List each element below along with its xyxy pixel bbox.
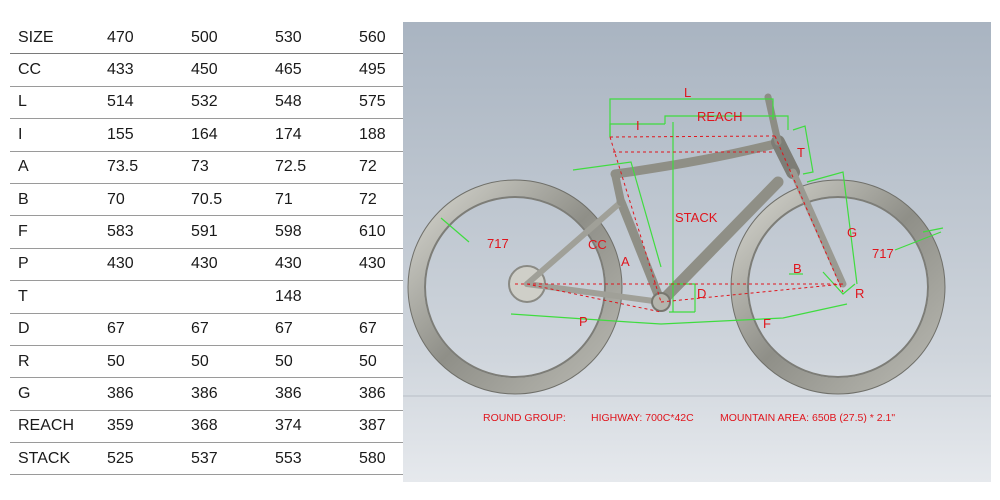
table-cell: 430 [267, 248, 351, 282]
label-p: P [579, 314, 588, 329]
table-cell: 374 [267, 410, 351, 444]
label-i: I [636, 118, 640, 133]
table-cell: 67 [99, 313, 183, 346]
row-label: R [10, 345, 99, 379]
table-cell: 71 [267, 183, 351, 217]
table-cell: 155 [99, 118, 183, 152]
table-cell: 433 [99, 53, 183, 87]
table-cell: 73 [183, 151, 267, 184]
diagram-svg: L I REACH STACK T CC A G B D R P F 717 7… [403, 22, 991, 482]
table-cell: 514 [99, 86, 183, 120]
table-cell: 537 [183, 442, 267, 476]
label-g: G [847, 225, 857, 240]
table-cell: 50 [99, 345, 183, 379]
table-cell: 386 [99, 377, 183, 411]
table-cell: 532 [183, 86, 267, 120]
label-wheel-left: 717 [487, 236, 509, 251]
label-d: D [697, 286, 706, 301]
table-cell: 553 [267, 442, 351, 476]
row-label: G [10, 377, 99, 411]
row-label: A [10, 151, 99, 184]
table-cell: 174 [267, 118, 351, 152]
row-label: T [10, 280, 99, 314]
row-label: B [10, 183, 99, 217]
table-cell: 450 [183, 53, 267, 87]
guide-lines [440, 98, 944, 325]
label-r: R [855, 286, 864, 301]
table-cell: 50 [183, 345, 267, 379]
row-label: SIZE [10, 22, 99, 55]
table-cell: 500 [183, 22, 267, 55]
label-a: A [621, 254, 630, 269]
footer-mountain: MOUNTAIN AREA: 650B (27.5) * 2.1" [720, 412, 895, 424]
table-cell: 70.5 [183, 183, 267, 217]
label-cc: CC [588, 237, 607, 252]
table-cell: 148 [267, 280, 351, 314]
footer-round-group: ROUND GROUP: [483, 412, 566, 424]
table-cell: 530 [267, 22, 351, 55]
table-cell: 465 [267, 53, 351, 87]
table-cell: 368 [183, 410, 267, 444]
table-cell: 67 [183, 313, 267, 346]
front-wheel [730, 179, 946, 395]
row-label: STACK [10, 442, 99, 476]
geometry-dashes [515, 135, 844, 313]
row-label: I [10, 118, 99, 152]
label-wheel-right: 717 [872, 246, 894, 261]
table-cell [183, 280, 267, 314]
label-stack: STACK [675, 210, 718, 225]
table-cell: 470 [99, 22, 183, 55]
row-label: D [10, 313, 99, 346]
row-label: P [10, 248, 99, 282]
table-cell: 386 [267, 377, 351, 411]
table-cell: 430 [183, 248, 267, 282]
table-cell [99, 280, 183, 314]
label-reach: REACH [697, 109, 743, 124]
label-l: L [684, 85, 691, 100]
table-cell: 72.5 [267, 151, 351, 184]
row-label: L [10, 86, 99, 120]
bike-geometry-diagram: L I REACH STACK T CC A G B D R P F 717 7… [403, 22, 991, 482]
table-cell: 548 [267, 86, 351, 120]
table-cell: 70 [99, 183, 183, 217]
row-label: REACH [10, 410, 99, 444]
label-t: T [797, 145, 805, 160]
table-cell: 50 [267, 345, 351, 379]
table-row: T 148 [10, 280, 435, 314]
row-label: CC [10, 53, 99, 87]
table-cell: 359 [99, 410, 183, 444]
table-cell: 525 [99, 442, 183, 476]
table-cell: 164 [183, 118, 267, 152]
table-cell: 73.5 [99, 151, 183, 184]
row-label: F [10, 215, 99, 249]
table-cell: 67 [267, 313, 351, 346]
table-cell: 591 [183, 215, 267, 249]
table-cell: 598 [267, 215, 351, 249]
footer-highway: HIGHWAY: 700C*42C [591, 412, 694, 424]
label-f: F [763, 316, 771, 331]
table-cell: 430 [99, 248, 183, 282]
label-b: B [793, 261, 802, 276]
table-cell: 386 [183, 377, 267, 411]
table-cell: 583 [99, 215, 183, 249]
